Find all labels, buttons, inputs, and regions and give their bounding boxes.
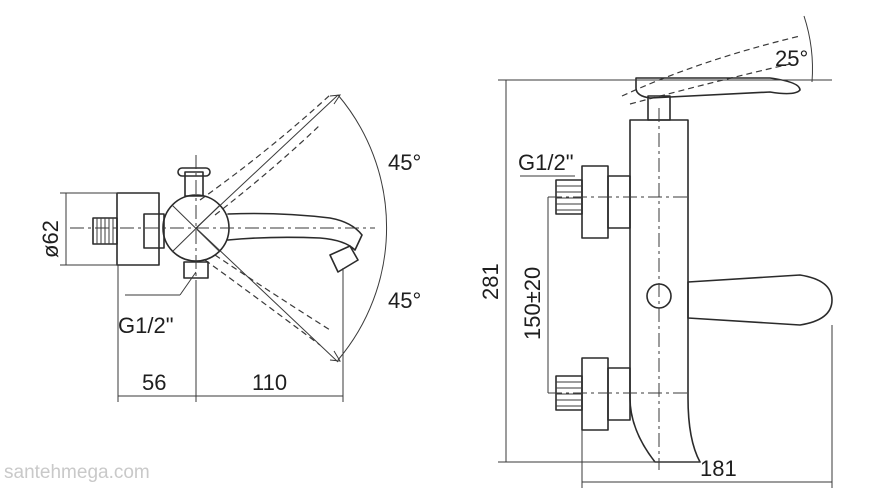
mixer-body-front xyxy=(629,119,701,463)
spout-swing-arc-lower xyxy=(204,259,321,346)
lever-ghost xyxy=(621,35,801,97)
lever-handle xyxy=(635,77,801,99)
handle-angle-label: 25° xyxy=(775,46,808,71)
diverter-knob-cap xyxy=(177,167,211,177)
dim-label-110: 110 xyxy=(252,370,287,395)
lower-inlet-flange xyxy=(581,357,609,431)
thread-hatching xyxy=(96,218,114,244)
upper-inlet-nut xyxy=(607,175,631,229)
spout-front xyxy=(687,274,833,326)
hex-nut-left xyxy=(143,213,165,249)
depth-label: 181 xyxy=(700,456,737,481)
upper-inlet-flange xyxy=(581,165,609,239)
center-distance-label: 150±20 xyxy=(520,267,545,340)
angle-arrow-bottom xyxy=(329,350,341,362)
upper-thread-hatch xyxy=(556,185,582,211)
spout-swing-arc-lower-inner xyxy=(214,254,331,331)
watermark: santehmega.com xyxy=(4,462,150,483)
thread-label-right: G1/2" xyxy=(518,150,574,175)
lower-thread-hatch xyxy=(556,381,582,407)
dim-label-56: 56 xyxy=(142,370,166,395)
center-to-angle-bottom xyxy=(195,227,339,363)
right-view: 25° G1/2" xyxy=(478,15,833,488)
diverter-knob xyxy=(184,171,204,197)
handle-angle-arc xyxy=(803,15,813,83)
angle-label-upper: 45° xyxy=(388,150,421,175)
left-view: ø62 G1/2" 45° 45° 56 110 xyxy=(38,94,421,402)
spout-swing-arc-upper-inner xyxy=(214,124,321,216)
diameter-label: ø62 xyxy=(38,220,63,258)
angle-sweep-arc xyxy=(337,94,387,361)
wall-plate xyxy=(116,192,160,266)
lower-inlet-nut xyxy=(607,367,631,421)
thread-leader-left xyxy=(179,271,197,296)
spout-swing-arc-upper xyxy=(199,94,331,201)
spout xyxy=(227,212,363,251)
angle-arrow-top xyxy=(329,94,342,105)
height-label: 281 xyxy=(478,263,503,300)
angle-label-lower: 45° xyxy=(388,288,421,313)
aerator xyxy=(329,245,359,273)
thread-label-left: G1/2" xyxy=(118,313,174,338)
